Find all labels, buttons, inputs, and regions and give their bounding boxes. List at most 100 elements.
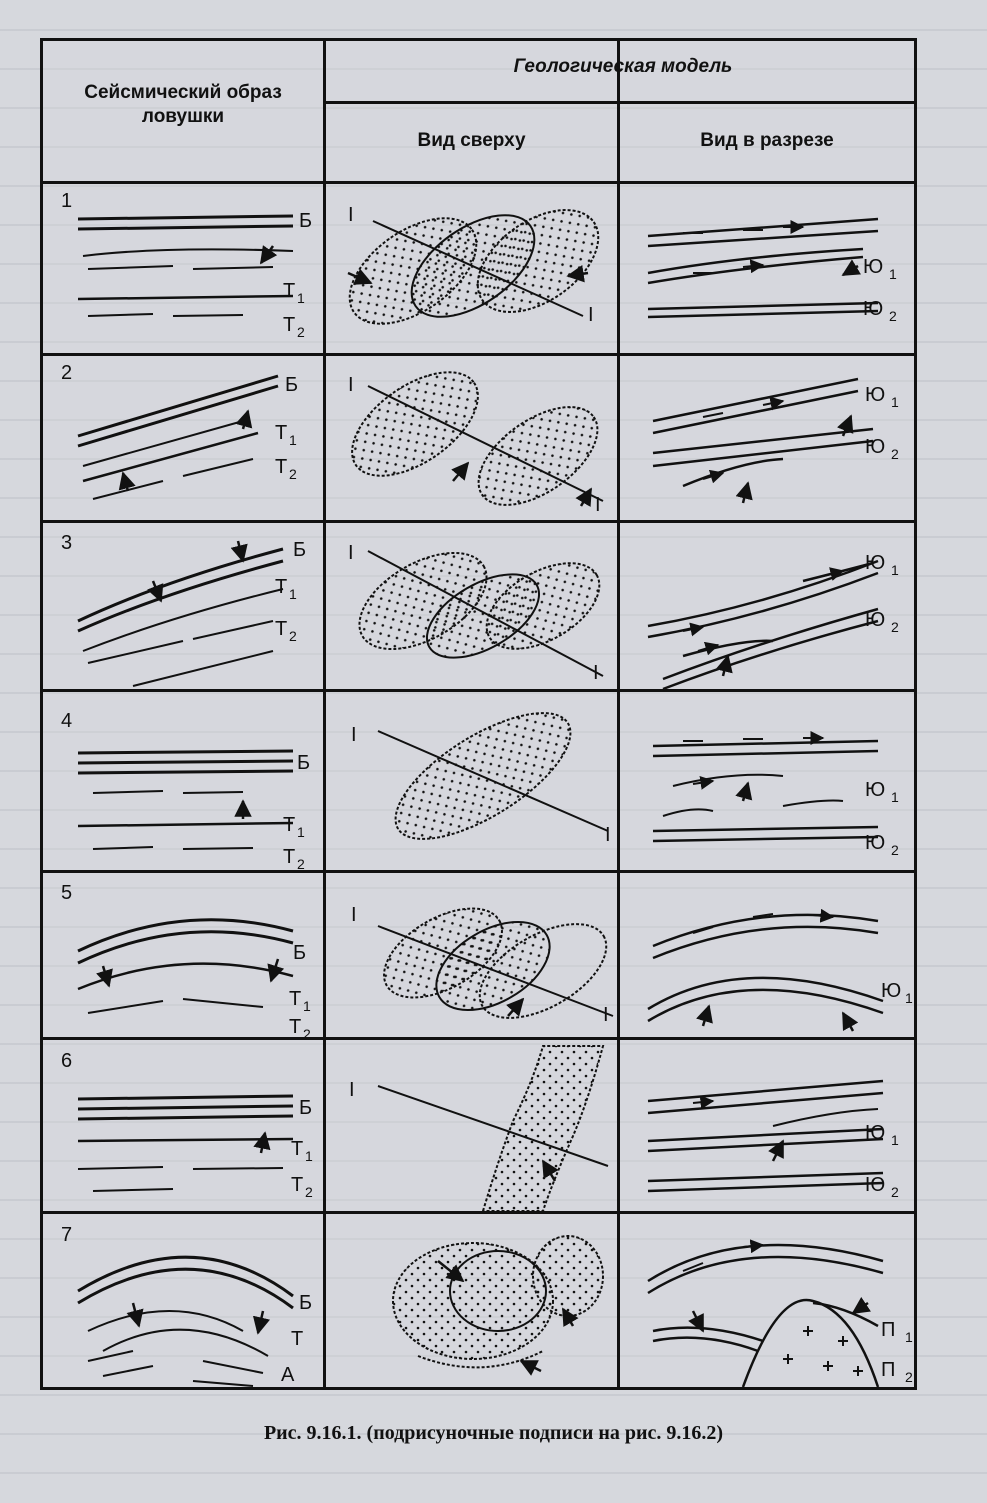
row-4: 4 Б Т 1 Т 2 I I — [61, 710, 899, 872]
seismic-image — [77, 1094, 294, 1192]
seismic-image — [77, 214, 294, 317]
section-view — [652, 738, 879, 843]
svg-text:2: 2 — [891, 842, 899, 858]
svg-text:Ю: Ю — [865, 779, 885, 801]
svg-text:Ю: Ю — [865, 384, 885, 406]
top-view — [347, 209, 600, 325]
row-divider-5 — [43, 1037, 914, 1040]
svg-text:6: 6 — [61, 1050, 72, 1072]
row-1: 1 Б Т 1 Т 2 I I — [61, 190, 897, 340]
svg-text:Т: Т — [289, 1016, 301, 1038]
svg-text:Ю: Ю — [865, 436, 885, 458]
svg-text:I: I — [348, 542, 354, 564]
section-view — [652, 377, 874, 504]
svg-text:Ю: Ю — [865, 1174, 885, 1196]
svg-text:2: 2 — [303, 1026, 311, 1042]
row-6: 6 Б Т 1 Т 2 I — [61, 1045, 899, 1212]
top-view-header: Вид сверху — [417, 130, 526, 151]
svg-text:1: 1 — [289, 432, 297, 448]
svg-text:Т: Т — [283, 280, 295, 302]
section-view — [647, 1079, 884, 1193]
svg-text:Т: Т — [275, 456, 287, 478]
header-subdivider — [323, 101, 914, 104]
svg-text:Т: Т — [275, 618, 287, 640]
svg-text:1: 1 — [305, 1148, 313, 1164]
seismic-image — [77, 374, 279, 500]
geological-model-header: Геологическая модель — [513, 56, 733, 77]
svg-text:Б: Б — [293, 942, 306, 964]
svg-text:Т: Т — [291, 1328, 303, 1350]
figure-caption: Рис. 9.16.1. (подрисуночные подписи на р… — [263, 1422, 724, 1444]
top-view — [392, 1235, 604, 1376]
svg-text:I: I — [603, 1004, 609, 1026]
row-divider-4 — [43, 870, 914, 873]
svg-text:1: 1 — [891, 394, 899, 410]
row-divider-3 — [43, 689, 914, 692]
svg-text:I: I — [593, 662, 599, 684]
svg-text:2: 2 — [305, 1184, 313, 1200]
svg-text:1: 1 — [891, 789, 899, 805]
svg-text:Т: Т — [283, 314, 295, 336]
svg-text:Б: Б — [285, 374, 298, 396]
svg-text:1: 1 — [891, 562, 899, 578]
row-5: 5 Б Т 1 Т 2 I I — [61, 882, 913, 1042]
svg-text:2: 2 — [891, 1184, 899, 1200]
svg-text:7: 7 — [61, 1224, 72, 1246]
svg-text:Т: Т — [283, 814, 295, 836]
row-number: 1 — [61, 190, 72, 212]
seismic-image — [77, 918, 294, 1014]
seismic-image — [77, 540, 284, 687]
col-divider-2 — [617, 41, 620, 1387]
section-view — [647, 219, 879, 319]
top-view — [377, 712, 609, 840]
row-3: 3 Б Т 1 Т 2 I I — [61, 532, 899, 691]
row-7: 7 Б Т А — [61, 1224, 913, 1387]
svg-text:Т: Т — [275, 576, 287, 598]
svg-text:П: П — [881, 1359, 895, 1381]
svg-text:1: 1 — [297, 824, 305, 840]
svg-text:I: I — [348, 374, 354, 396]
svg-text:I: I — [605, 824, 611, 846]
svg-text:1: 1 — [889, 266, 897, 282]
top-view — [377, 1045, 609, 1212]
svg-text:2: 2 — [61, 362, 72, 384]
svg-text:I: I — [348, 204, 354, 226]
svg-text:Б: Б — [297, 752, 310, 774]
svg-text:I: I — [351, 724, 357, 746]
svg-text:А: А — [281, 1364, 295, 1386]
svg-text:Ю: Ю — [865, 552, 885, 574]
top-view — [377, 907, 614, 1019]
top-view — [351, 371, 604, 508]
svg-text:Т: Т — [289, 988, 301, 1010]
svg-text:I: I — [588, 304, 594, 326]
svg-text:1: 1 — [905, 990, 913, 1006]
svg-text:3: 3 — [61, 532, 72, 554]
svg-text:Ю: Ю — [863, 298, 883, 320]
svg-text:1: 1 — [289, 586, 297, 602]
figure-table: Сейсмический образ ловушки Геологическая… — [40, 38, 917, 1390]
svg-text:2: 2 — [889, 308, 897, 324]
section-view — [647, 559, 879, 691]
svg-text:Ю: Ю — [865, 832, 885, 854]
svg-text:5: 5 — [61, 882, 72, 904]
seismic-image-header: Сейсмический образ ловушки — [84, 82, 282, 127]
section-view-header: Вид в разрезе — [700, 130, 834, 151]
svg-text:Т: Т — [275, 422, 287, 444]
svg-text:Б: Б — [293, 539, 306, 561]
svg-text:1: 1 — [891, 1132, 899, 1148]
svg-text:Т: Т — [291, 1138, 303, 1160]
svg-text:2: 2 — [297, 856, 305, 872]
svg-text:2: 2 — [289, 466, 297, 482]
svg-text:2: 2 — [905, 1369, 913, 1385]
svg-text:2: 2 — [891, 619, 899, 635]
top-view — [358, 550, 604, 677]
svg-text:Б: Б — [299, 1097, 312, 1119]
section-view — [647, 1245, 884, 1387]
svg-text:2: 2 — [297, 324, 305, 340]
svg-text:Б: Б — [299, 1292, 312, 1314]
svg-text:Т: Т — [291, 1174, 303, 1196]
col-divider-1 — [323, 41, 326, 1387]
row-divider-1 — [43, 353, 914, 356]
svg-text:Ю: Ю — [881, 980, 901, 1002]
svg-text:1: 1 — [303, 998, 311, 1014]
